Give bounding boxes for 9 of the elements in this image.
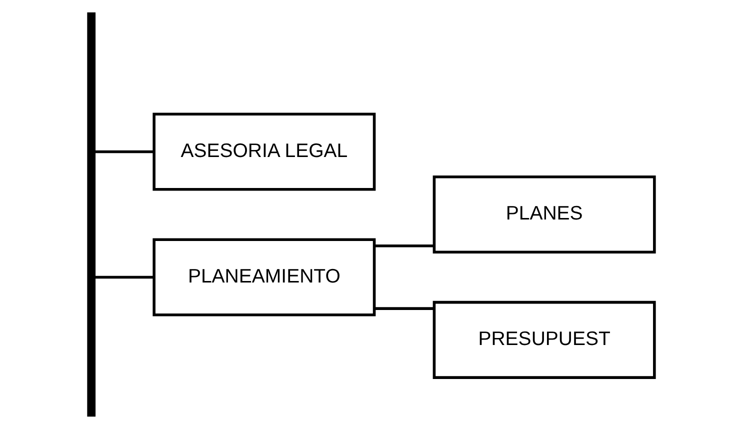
connector [94,276,154,279]
connector [94,150,154,154]
connector [374,307,434,310]
connector [374,244,434,248]
node-box: PRESUPUEST [432,300,656,379]
node-bar [86,12,96,417]
node-box: PLANEAMIENTO [152,238,376,316]
node-box: ASESORIA LEGAL [152,112,376,191]
node-box: PLANES [432,175,656,254]
